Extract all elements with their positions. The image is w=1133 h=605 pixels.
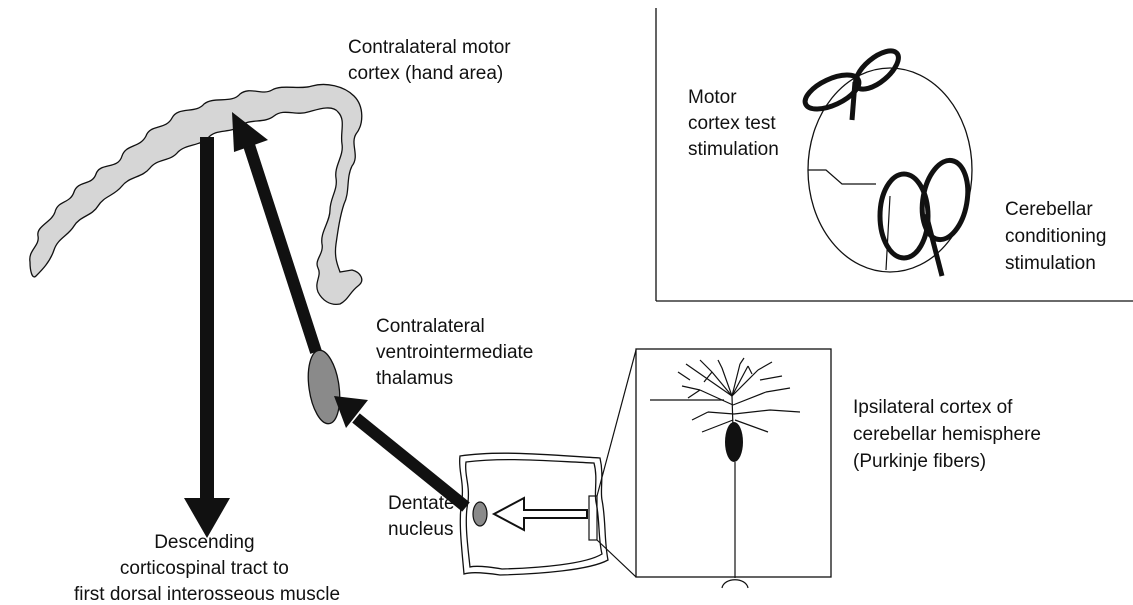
zoom-line-top [597,350,636,496]
purkinje-output-arrow [494,498,587,530]
descending-tract-label: Descending corticospinal tract to first … [74,532,340,605]
motor-cortex-label: Contralateral motor cortex (hand area) [348,37,516,84]
dentate-nucleus-shape [473,502,487,526]
conditioning-stimulation-label: Cerebellar conditioning stimulation [1005,199,1112,274]
dentate-label: Dentate nucleus [388,493,460,540]
thalamocortical-arrow [232,112,316,352]
dentatothalamic-arrow [334,396,466,507]
descending-arrow [184,137,230,538]
purkinje-inset-frame [636,349,831,577]
thalamus-label: Contralateral ventrointermediate thalamu… [376,316,539,389]
conditioning-coil-icon [880,157,974,276]
motor-cortex-shape [30,84,362,304]
head-outline [808,68,972,272]
thalamus-shape [304,348,344,425]
zoom-line-bottom [597,540,636,577]
purkinje-label: Ipsilateral cortex of cerebellar hemisph… [853,397,1046,472]
test-stimulation-label: Motor cortex test stimulation [688,87,781,160]
test-coil-icon [800,44,904,120]
purkinje-soma [725,422,743,462]
